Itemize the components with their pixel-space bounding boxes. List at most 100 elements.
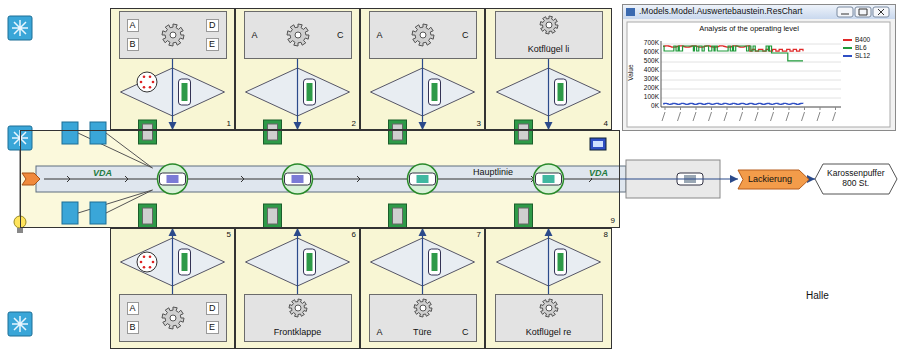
robot-dot [140,261,143,264]
axis-title: Value [627,64,634,80]
part-shape [268,208,278,224]
axis-tick: 0K [630,102,659,109]
axis-tick: 300K [630,75,659,82]
flow-connector [548,228,549,294]
computer-screen [593,141,603,147]
body-part-panel [62,202,78,224]
robot-dot [143,266,146,269]
cell-number: 1 [224,118,234,129]
window-button [873,7,889,17]
station-circle [534,164,564,194]
legend-entry: SL12 [843,52,870,59]
legend-text: BL6 [855,44,867,51]
fan-mark [12,20,28,36]
body-buffer-hexagon: Karossenpuffer 800 St. [815,164,897,194]
robot-dot [143,76,146,79]
gear-hub [546,305,552,311]
flow-connector [548,59,549,130]
grid-line [661,71,841,72]
station-cell: 1ABDE [110,8,235,130]
flow-connector [422,228,423,294]
parts-panel [139,120,157,144]
gear-hub [420,32,426,38]
part-shape [268,124,278,140]
axis-tick: 0K [630,102,659,109]
part-label: A [377,30,383,40]
cell-number: 5 [224,229,234,240]
date-tick [786,107,789,121]
grid-line [661,44,841,45]
data-series [663,46,803,61]
part-label: Kotflügel re [526,327,572,337]
part-label: Kotflügel li [528,44,570,54]
date-tick [833,107,836,121]
robot-dot [149,86,152,89]
gear-icon [412,24,434,46]
station-circle [408,164,438,194]
date-tick [724,107,727,121]
body-part-panel [62,122,78,144]
station-circle [283,164,313,194]
part-label: Türe [413,327,432,337]
lift-icon [304,79,316,105]
part-label: C [337,30,344,40]
station-cell: 5ABDE [110,228,235,349]
buffer-label: Karossenpuffer 800 St. [827,169,885,189]
part-shape [393,124,403,140]
part-label: D [206,19,219,31]
date-tick [771,107,774,121]
lift-icon [179,79,191,105]
axis-tick: 400K [630,66,659,73]
window-button [855,7,871,17]
legend-swatch [843,47,852,49]
axis-tick: 400K [630,66,659,73]
robot-dot [143,86,146,89]
gear-layer [245,12,351,58]
station-box: AC [244,11,352,59]
date-tick [693,107,696,121]
robot-icon [137,252,157,272]
part-label: A [252,30,258,40]
axis-tick: 300K [630,75,659,82]
body-part-panel [90,202,106,224]
gear-hub [295,32,301,38]
station-cell: 4Kotflügel li [485,8,612,130]
part-label: E [206,321,219,333]
axis-tick: 100K [630,93,659,100]
source-icon [8,312,32,336]
gear-icon [162,24,184,46]
station-box: Frontklappe [244,294,352,342]
axis-tick: 200K [630,84,659,91]
car-body [410,173,436,185]
plot-axes [661,41,841,107]
axis-tick: 600K [630,48,659,55]
area-label: Halle [806,290,829,301]
date-tick [755,107,758,121]
grid-line [661,98,841,99]
parts-panel [389,120,407,144]
gear-icon [414,299,432,317]
date-tick [802,107,805,121]
data-series [663,103,803,104]
band-text: 9 [607,216,619,227]
cell-number: 2 [349,118,359,129]
entry-arrow [22,173,40,185]
axis-title: Value [622,67,638,77]
process-label: Lackierung [748,174,792,184]
button-glyph [878,9,884,15]
station-cell: 3AC [360,8,485,130]
window-text: Analysis of the operating level [659,25,839,34]
hexagon-shape [815,164,897,194]
grid-line [661,53,841,54]
part-shape [143,208,153,224]
parts-panel [515,120,533,144]
cell-number: 6 [349,229,359,240]
part-label: Frontklappe [274,327,322,337]
part-label: B [127,321,139,333]
grid-line [661,62,841,63]
gear-icon [289,299,307,317]
lift-mark [182,83,188,101]
gear-hub [546,22,552,28]
part-shape [519,208,529,224]
